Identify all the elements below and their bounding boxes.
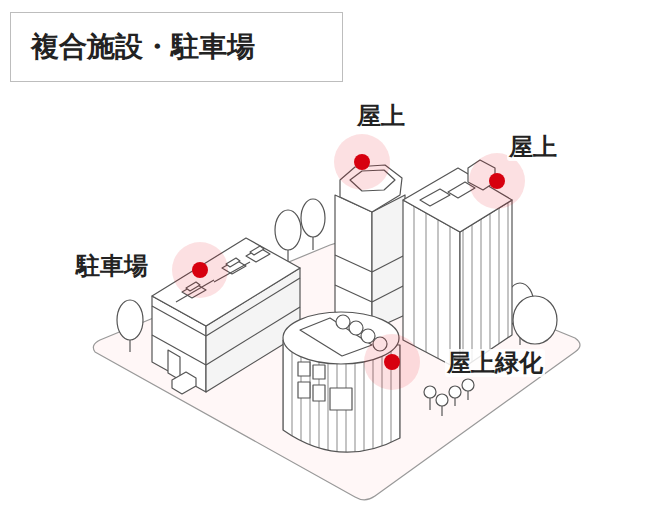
hexagonal-tower (335, 165, 405, 330)
trees-front (424, 296, 557, 416)
callout-label: 屋上 (355, 102, 407, 131)
parking-building (152, 238, 300, 394)
title-box: 複合施設・駐車場 (10, 12, 343, 82)
callout-label: 屋上 (507, 133, 559, 162)
small-car (172, 372, 196, 394)
callout-label: 屋上緑化 (445, 349, 545, 378)
title: 複合施設・駐車場 (11, 28, 255, 66)
callout-label: 駐車場 (74, 252, 150, 281)
